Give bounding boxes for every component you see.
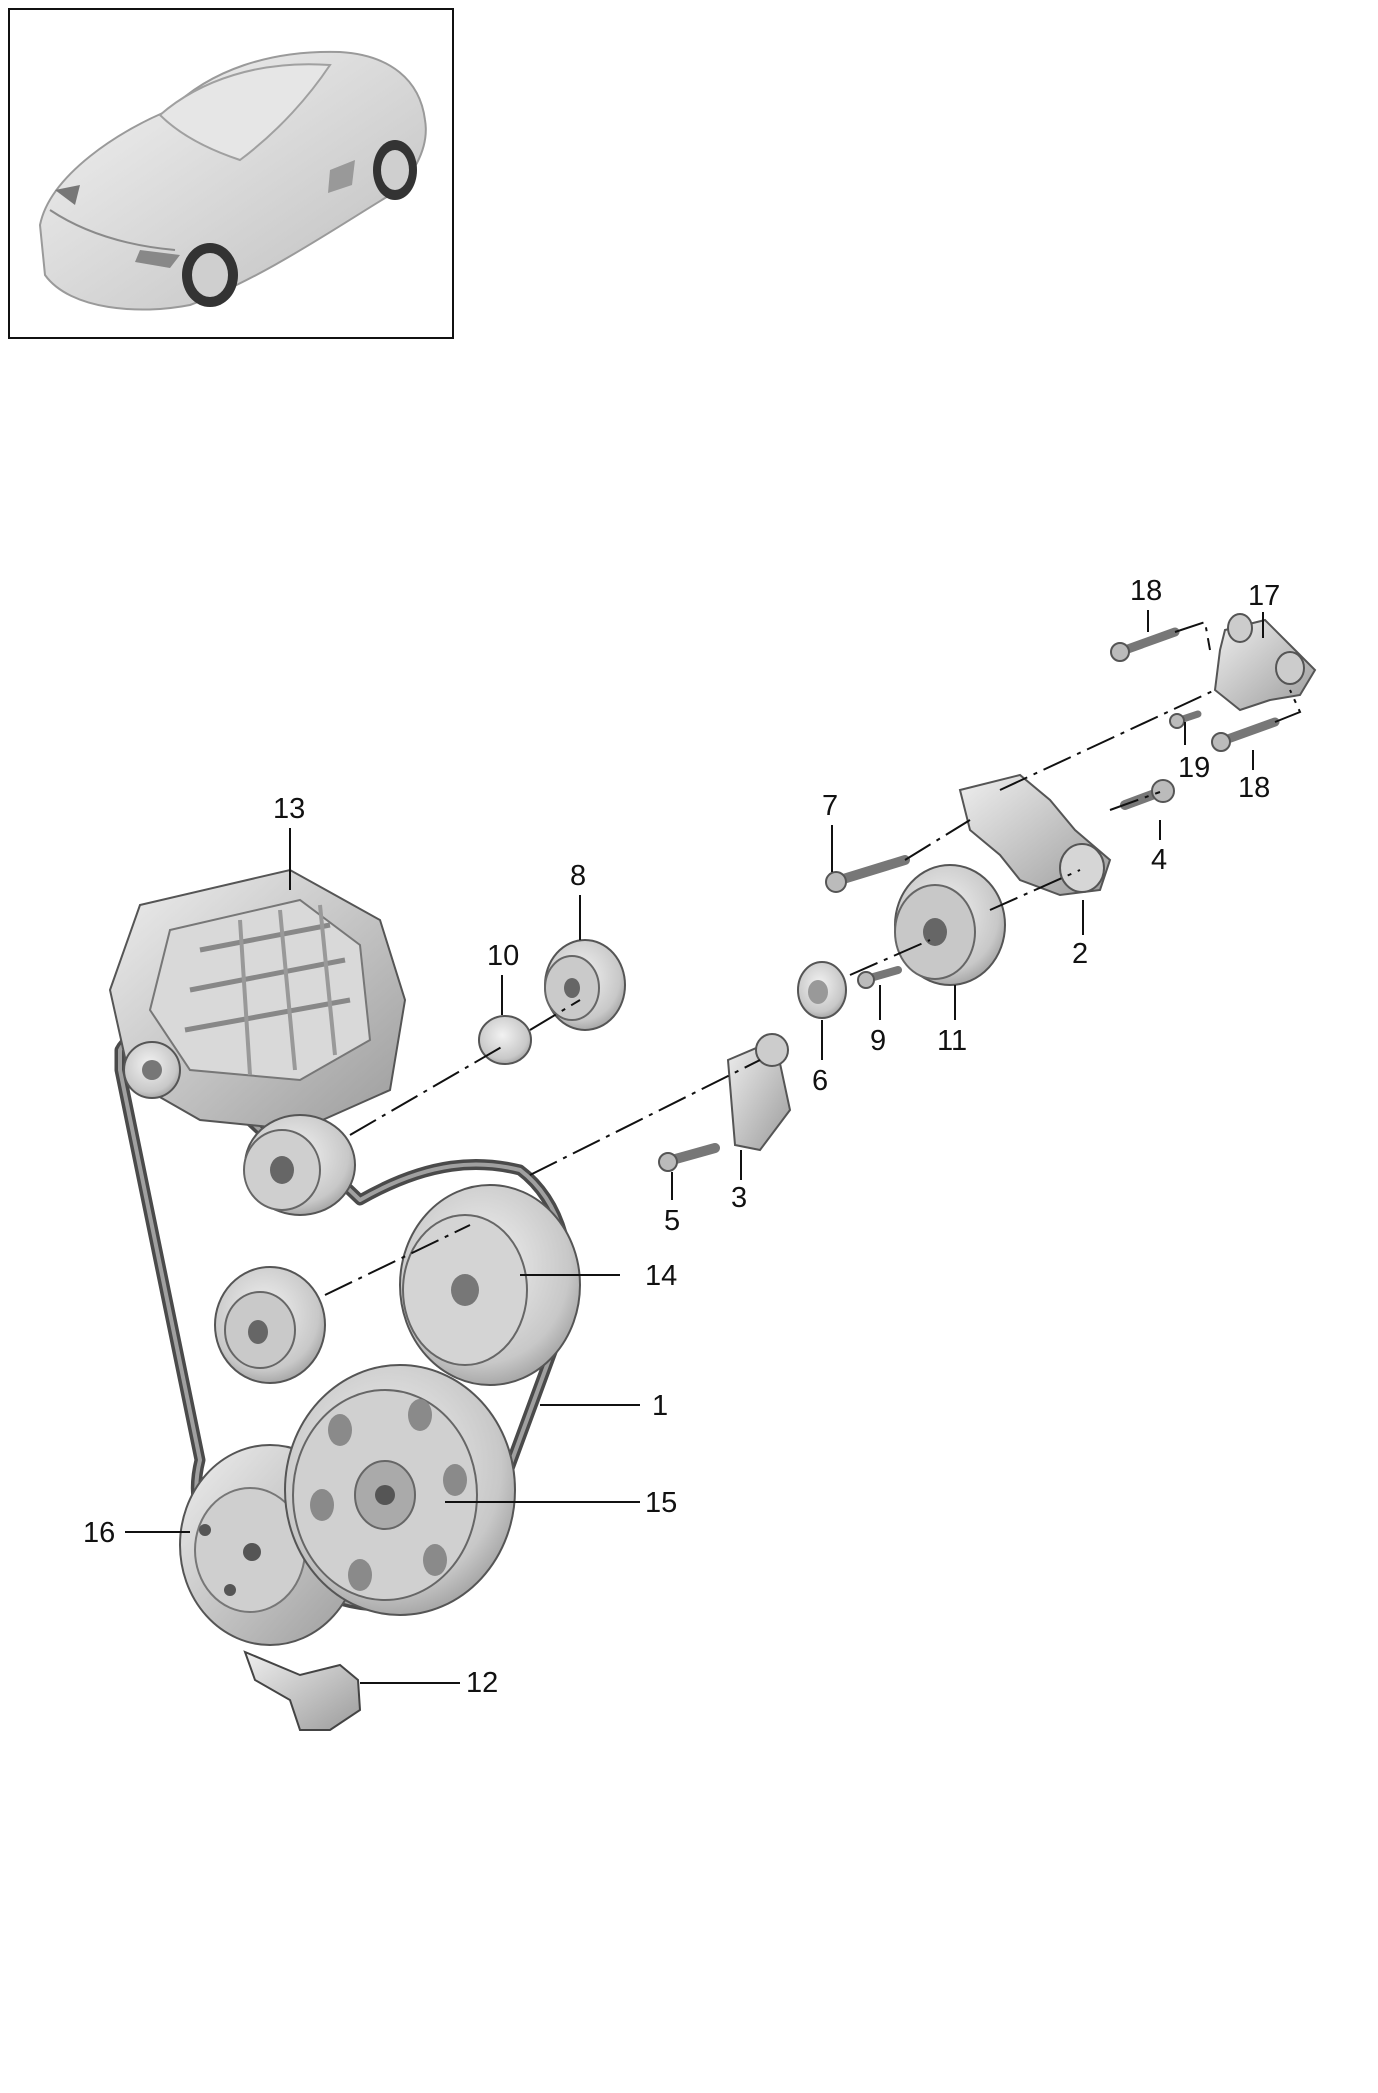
deflection-pulley — [399, 1184, 581, 1386]
callout-17: 17 — [1248, 580, 1280, 612]
tensioner-pulley — [894, 864, 1006, 986]
callout-7: 7 — [822, 790, 838, 822]
callout-14: 14 — [645, 1260, 677, 1292]
pulley-cap — [797, 961, 847, 1019]
crankshaft-pulley — [284, 1364, 516, 1616]
idler-pulley-lower — [214, 1266, 326, 1384]
vehicle-thumbnail[interactable] — [8, 8, 454, 339]
bolt-19 — [1169, 710, 1202, 729]
callout-8: 8 — [570, 860, 586, 892]
callout-11: 11 — [937, 1025, 967, 1057]
bolt-9 — [857, 966, 902, 989]
bolt-5 — [658, 1143, 720, 1172]
mounting-bracket — [1213, 613, 1317, 712]
callout-18: 18 — [1130, 575, 1162, 607]
callout-3: 3 — [731, 1182, 747, 1214]
bolt-18-upper — [1110, 627, 1180, 662]
callout-18b: 18 — [1238, 772, 1270, 804]
leader-lines — [125, 610, 1264, 1684]
assembly-lines — [324, 620, 1302, 1296]
callout-13: 13 — [273, 793, 305, 825]
cap — [478, 1015, 532, 1065]
callout-12: 12 — [466, 1667, 498, 1699]
idler-pulley — [544, 939, 626, 1031]
callout-10: 10 — [487, 940, 519, 972]
callout-5: 5 — [664, 1205, 680, 1237]
belt-idler-pulley-upper — [243, 1114, 356, 1216]
callout-4: 4 — [1151, 844, 1167, 876]
callout-6: 6 — [812, 1065, 828, 1097]
tensioner-damper — [726, 1033, 792, 1152]
alternator — [108, 868, 407, 1132]
callout-2: 2 — [1072, 938, 1088, 970]
bolt-18-lower — [1211, 717, 1280, 752]
callout-1: 1 — [652, 1390, 668, 1422]
belt-tensioner-bracket — [958, 773, 1112, 897]
callout-19: 19 — [1178, 752, 1210, 784]
bolt-7 — [825, 855, 910, 893]
car-illustration — [38, 50, 427, 311]
heat-shield-bracket — [243, 1650, 362, 1731]
callouts: 1 2 3 4 5 6 7 8 9 10 11 12 13 14 15 16 1… — [83, 575, 1280, 1699]
callout-15: 15 — [645, 1487, 677, 1519]
callout-9: 9 — [870, 1025, 886, 1057]
callout-16: 16 — [83, 1517, 115, 1549]
